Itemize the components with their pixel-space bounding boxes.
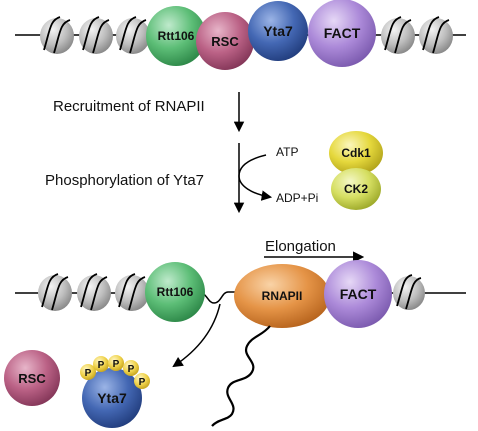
top-chromatin-row: Rtt106 RSC Yta7 FACT [15,0,466,70]
cdk1-label: Cdk1 [341,146,371,160]
phosphate-group: P [134,373,150,389]
nucleosome [115,273,149,311]
nucleosome [381,16,415,54]
elongation-label: Elongation [265,238,336,255]
release-arrow [172,303,221,368]
svg-text:P: P [85,368,92,379]
atp-label: ATP [276,145,298,159]
elongation-indicator: Elongation [264,238,365,263]
rsc-protein-top: RSC [196,12,254,70]
phosphate-group: P [108,355,124,371]
kinases: Cdk1 CK2 [329,131,383,210]
recruitment-step: Recruitment of RNAPII [53,92,245,133]
yta7-protein-top: Yta7 [248,1,308,61]
rtt106-protein-bottom: Rtt106 [145,262,205,322]
phosphorylation-step: Phosphorylation of Yta7 ATP ADP+Pi [45,143,318,214]
nucleosome [79,16,113,54]
nucleosome [419,16,453,54]
yta7-label: Yta7 [97,390,127,406]
svg-text:P: P [128,364,135,375]
ck2-kinase: CK2 [331,168,381,210]
phosphate-group: P [93,356,109,372]
nucleosome [116,16,150,54]
adp-label: ADP+Pi [276,191,318,205]
rsc-label: RSC [211,34,239,49]
atp-to-adp-curve [238,154,273,201]
rsc-label: RSC [18,371,46,386]
rsc-protein-released: RSC [4,350,60,406]
bottom-chromatin-row: Rtt106 RNAPII FACT [15,260,466,427]
rtt106-label: Rtt106 [157,285,194,299]
nucleosome [77,273,111,311]
recruitment-label: Recruitment of RNAPII [53,98,205,115]
fact-label: FACT [324,25,361,41]
nucleosome [40,16,74,54]
cdk1-kinase: Cdk1 [329,131,383,175]
ck2-label: CK2 [344,182,368,196]
fact-protein-bottom: FACT [324,260,392,328]
svg-text:P: P [139,377,146,388]
phosphate-group: P [123,360,139,376]
nucleosome [393,274,425,310]
nascent-rna [211,325,271,427]
rtt106-label: Rtt106 [158,29,195,43]
yta7-label: Yta7 [263,23,293,39]
yta7-protein-phosphorylated: Yta7 P P P P P [80,355,150,428]
phosphate-group: P [80,364,96,380]
svg-text:P: P [113,359,120,370]
fact-protein-top: FACT [308,0,376,67]
svg-text:P: P [98,360,105,371]
phosphorylation-label: Phosphorylation of Yta7 [45,172,204,189]
nucleosome [38,273,72,311]
released-factors: RSC Yta7 P P P P P [4,350,150,428]
rnapii-complex: RNAPII [234,264,330,328]
rtt106-protein-top: Rtt106 [146,6,206,66]
fact-label: FACT [340,286,377,302]
rnapii-label: RNAPII [262,289,303,303]
